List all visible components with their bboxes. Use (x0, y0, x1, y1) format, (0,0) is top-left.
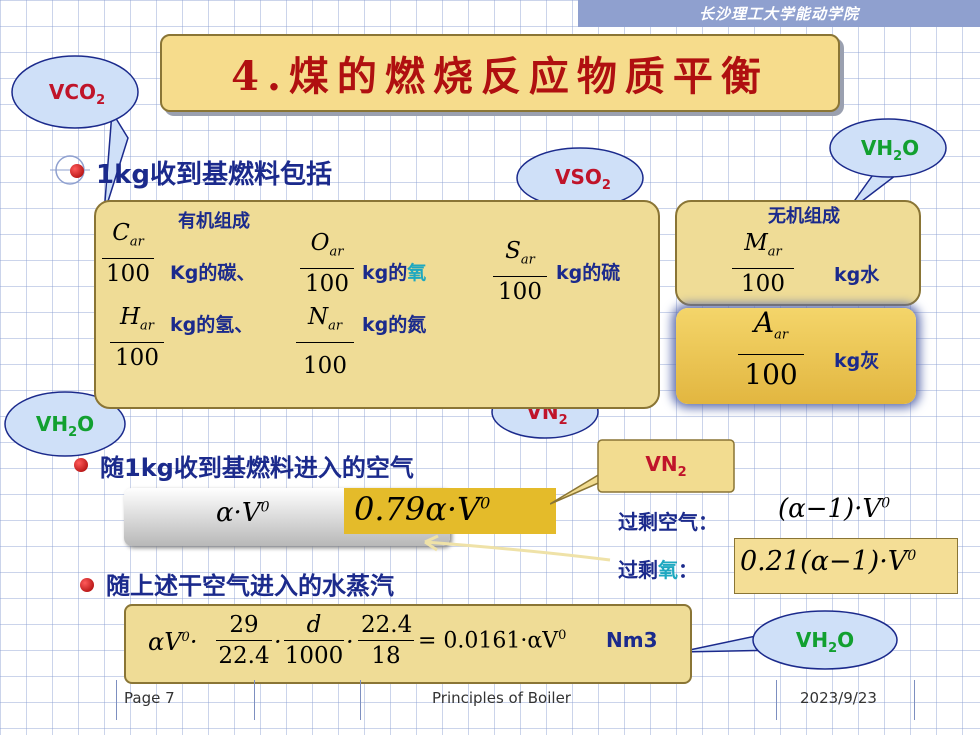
title-banner: 4.煤的燃烧反应物质平衡 (160, 34, 840, 112)
nitrogen-fraction: Nar 100 (296, 302, 354, 381)
footer-divider (116, 680, 117, 720)
footer-divider (254, 680, 255, 720)
arrow-icon (424, 534, 611, 562)
bullet-icon (74, 458, 88, 472)
nitrogen-label: kg的氮 (362, 314, 427, 336)
ash-box (676, 308, 916, 404)
carbon-label: Kg的碳、 (170, 262, 256, 284)
vh2o-left-callout (4, 391, 126, 457)
vapor-fraction-1: 29 22.4 (216, 610, 272, 671)
excess-air-label: 过剩空气： (618, 510, 718, 534)
moisture-label: kg水 (834, 264, 880, 286)
vh2o-top-callout (829, 118, 947, 178)
footer-date: 2023/9/23 (800, 689, 877, 707)
carbon-fraction: Car 100 (102, 218, 154, 289)
vco2-callout (11, 55, 139, 129)
footer-page: Page 7 (124, 689, 175, 707)
vso2-label: VSO2 (555, 165, 611, 193)
ash-label: kg灰 (834, 350, 880, 372)
hydrogen-fraction: Har 100 (110, 302, 164, 373)
nitrogen-highlight-box (344, 488, 556, 534)
excess-oxygen-box (734, 538, 958, 594)
bullet-icon (70, 164, 84, 178)
vh2o-bottom-callout (752, 610, 898, 670)
bullet-text-fuel: 1kg收到基燃料包括 (96, 160, 332, 190)
sulfur-label: kg的硫 (556, 262, 621, 284)
vapor-result: = 0.0161·αV0 (418, 628, 567, 654)
excess-air-formula: (α−1)·V0 (778, 494, 891, 524)
sulfur-fraction: Sar 100 (493, 236, 547, 307)
vco2-callout-tail (103, 109, 129, 215)
footer-divider (776, 680, 777, 720)
institute-name: 长沙理工大学能动学院 (578, 0, 980, 27)
vn2-right-label: VN2 (645, 452, 687, 480)
vapor-formula-box (124, 604, 692, 684)
footer-divider (360, 680, 361, 720)
oxygen-label: kg的氧 (362, 262, 427, 284)
bullet-text-air: 随1kg收到基燃料进入的空气 (100, 454, 414, 482)
inorganic-composition-box (675, 200, 921, 306)
vapor-fraction-3: 22.4 18 (358, 610, 414, 671)
nitrogen-air-formula: 0.79α·V0 (354, 490, 491, 528)
organic-heading: 有机组成 (178, 211, 250, 232)
vco2-label: VCO2 (48, 80, 106, 108)
vh2o-left-label: VH2O (35, 412, 95, 440)
vapor-lead: αV0· (148, 628, 198, 656)
moisture-fraction: Mar 100 (732, 228, 794, 299)
dot-operator: · (346, 628, 354, 656)
vh2o-top-label: VH2O (860, 136, 920, 164)
hydrogen-label: kg的氢、 (170, 314, 254, 336)
footer-course: Principles of Boiler (432, 689, 571, 707)
vapor-unit: Nm3 (606, 628, 658, 652)
ash-fraction: Aar 100 (738, 305, 804, 395)
theoretical-air-formula: α·V0 (216, 498, 270, 528)
bullet-icon (80, 578, 94, 592)
footer-divider (914, 680, 915, 720)
vh2o-bottom-label: VH2O (795, 628, 855, 656)
dot-operator: · (274, 628, 282, 656)
bullet-text-vapor: 随上述干空气进入的水蒸汽 (106, 572, 394, 600)
page-title: 4.煤的燃烧反应物质平衡 (231, 53, 769, 100)
vn2-right-callout (550, 439, 735, 505)
excess-oxygen-label: 过剩氧： (618, 558, 698, 582)
inorganic-heading: 无机组成 (768, 206, 840, 227)
excess-oxygen-formula: 0.21(α−1)·V0 (740, 546, 917, 577)
oxygen-fraction: Oar 100 (300, 228, 354, 299)
vapor-fraction-2: d 1000 (284, 612, 344, 669)
organic-composition-box (94, 200, 660, 409)
